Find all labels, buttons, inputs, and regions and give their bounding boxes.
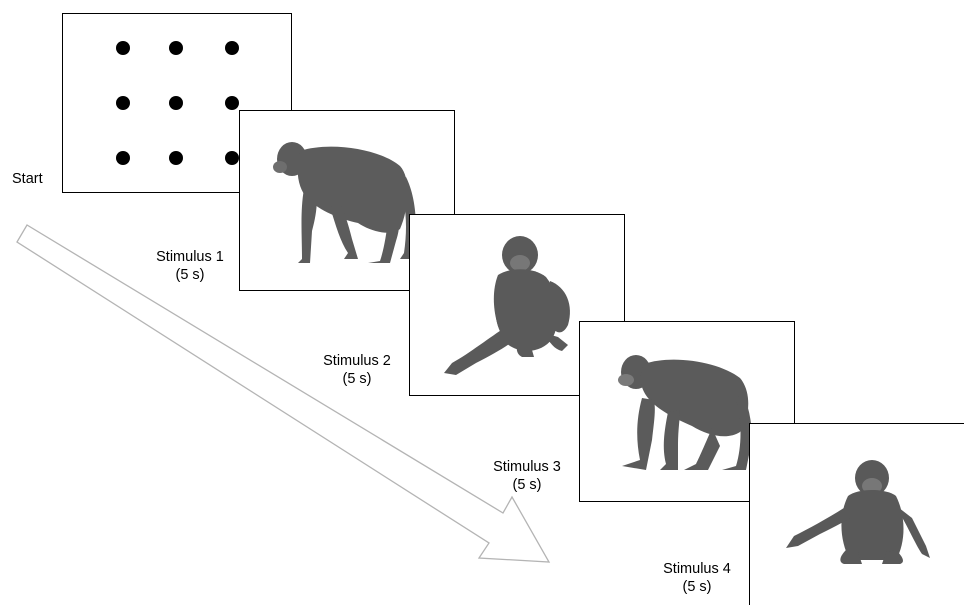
time-arrow-shape: [16, 224, 551, 563]
stimulus-3-label: Stimulus 3 (5 s): [483, 458, 571, 494]
chimpanzee-crouching-icon: [786, 460, 930, 564]
stimulus-1-label: Stimulus 1 (5 s): [146, 248, 234, 284]
dot-2: [169, 41, 183, 55]
stimulus-2-title: Stimulus 2: [323, 353, 391, 369]
stimulus-4-frame: [749, 423, 964, 605]
dot-1: [116, 41, 130, 55]
chimpanzee-walking-icon: [273, 142, 416, 263]
dot-3: [225, 41, 239, 55]
dot-8: [169, 151, 183, 165]
dot-9: [225, 151, 239, 165]
start-label: Start: [12, 170, 43, 188]
dot-6: [225, 96, 239, 110]
stimulus-2-duration: (5 s): [342, 371, 372, 387]
stimulus-3-duration: (5 s): [512, 477, 542, 493]
start-frame: [62, 13, 292, 193]
dot-7: [116, 151, 130, 165]
stimulus-1-title: Stimulus 1: [156, 249, 224, 265]
stimulus-4-duration: (5 s): [682, 579, 712, 595]
stimulus-4-label: Stimulus 4 (5 s): [653, 560, 741, 596]
dot-5: [169, 96, 183, 110]
dot-4: [116, 96, 130, 110]
stimulus-4-title: Stimulus 4: [663, 561, 731, 577]
chimpanzee-sitting-icon: [444, 236, 570, 375]
stimulus-2-label: Stimulus 2 (5 s): [313, 352, 401, 388]
stimulus-1-duration: (5 s): [175, 267, 205, 283]
chimpanzee-standing-icon: [618, 355, 752, 470]
stimulus-3-title: Stimulus 3: [493, 459, 561, 475]
start-label-text: Start: [12, 171, 43, 187]
